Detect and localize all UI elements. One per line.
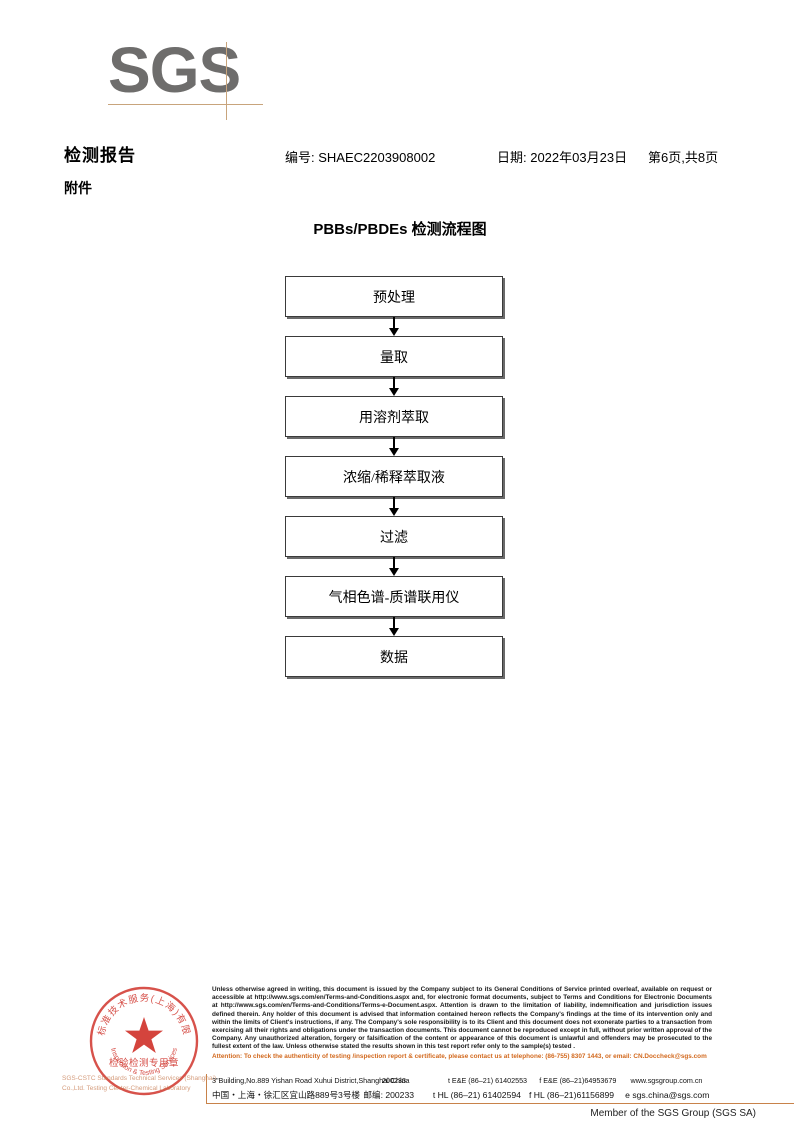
member-of-sgs-group: Member of the SGS Group (SGS SA) (590, 1108, 756, 1119)
sgs-logo-text: SGS (108, 34, 241, 106)
seal-center-text: 检验检测专用章 (109, 1057, 179, 1069)
flow-arrow (285, 497, 503, 516)
logo-horizontal-rule (108, 104, 263, 105)
address-cn-tel2: f HL (86–21)61156899 (529, 1090, 615, 1100)
address-en-tel2: f E&E (86–21)64953679 (539, 1076, 617, 1085)
address-cn-line: 中国・上海・徐汇区宜山路889号3号楼 (212, 1090, 361, 1100)
address-en-zip: 200233 (382, 1076, 406, 1085)
flow-node-weighing: 量取 (285, 336, 503, 377)
flow-node-filtration: 过滤 (285, 516, 503, 557)
seal-caption: SGS-CSTC Standards Technical Services (S… (62, 1075, 217, 1092)
address-row-cn: 中国・上海・徐汇区宜山路889号3号楼 邮编: 200233 t HL (86–… (212, 1088, 732, 1102)
flowchart: 预处理 量取 用溶剂萃取 浓缩/稀释萃取液 过滤 气相色谱-质谱联用仪 数据 (285, 276, 503, 677)
address-en-tel1: t E&E (86–21) 61402553 (447, 1076, 528, 1085)
address-left-rule (206, 1074, 207, 1104)
address-row-en: 3"Building,No.889 Yishan Road Xuhui Dist… (212, 1074, 732, 1088)
flow-node-pretreatment: 预处理 (285, 276, 503, 317)
company-seal-stamp: 上海标准技术服务(上海)有限公司 Inspection & Testing Se… (88, 985, 200, 1097)
flow-node-concentrate-dilute: 浓缩/稀释萃取液 (285, 456, 503, 497)
legal-terms-text: Unless otherwise agreed in writing, this… (212, 986, 712, 1061)
page-indicator: 第6页,共8页 (648, 150, 719, 165)
flow-arrow (285, 557, 503, 576)
flowchart-title: PBBs/PBDEs 检测流程图 (313, 221, 487, 238)
flow-node-data: 数据 (285, 636, 503, 677)
page-subtitle: 附件 (64, 180, 92, 196)
flow-arrow (285, 317, 503, 336)
svg-text:上海标准技术服务(上海)有限公司: 上海标准技术服务(上海)有限公司 (88, 985, 192, 1037)
report-date: 日期: 2022年03月23日 (497, 150, 628, 165)
flow-arrow (285, 377, 503, 396)
address-en-web: www.sgsgroup.com.cn (630, 1076, 703, 1085)
flow-node-gcms: 气相色谱-质谱联用仪 (285, 576, 503, 617)
address-cn-tel1: t HL (86–21) 61402594 (432, 1090, 521, 1100)
report-number: 编号: SHAEC2203908002 (285, 150, 436, 165)
address-block: 3"Building,No.889 Yishan Road Xuhui Dist… (206, 1074, 732, 1104)
attention-notice: Attention: To check the authenticity of … (212, 1052, 707, 1060)
address-en-line: 3"Building,No.889 Yishan Road Xuhui Dist… (212, 1076, 410, 1085)
sgs-logo: SGS (108, 38, 263, 120)
star-icon (125, 1017, 163, 1053)
legal-body: Unless otherwise agreed in writing, this… (212, 986, 712, 1051)
page-title: 检测报告 (64, 146, 136, 165)
flow-node-solvent-extraction: 用溶剂萃取 (285, 396, 503, 437)
seal-ring-top-text: 上海标准技术服务(上海)有限公司 (88, 985, 191, 1037)
flow-arrow (285, 617, 503, 636)
footer-divider (206, 1103, 794, 1104)
address-cn-email: e sgs.china@sgs.com (625, 1090, 710, 1100)
logo-vertical-rule (226, 42, 227, 120)
flow-arrow (285, 437, 503, 456)
address-cn-zip: 邮编: 200233 (363, 1090, 415, 1100)
